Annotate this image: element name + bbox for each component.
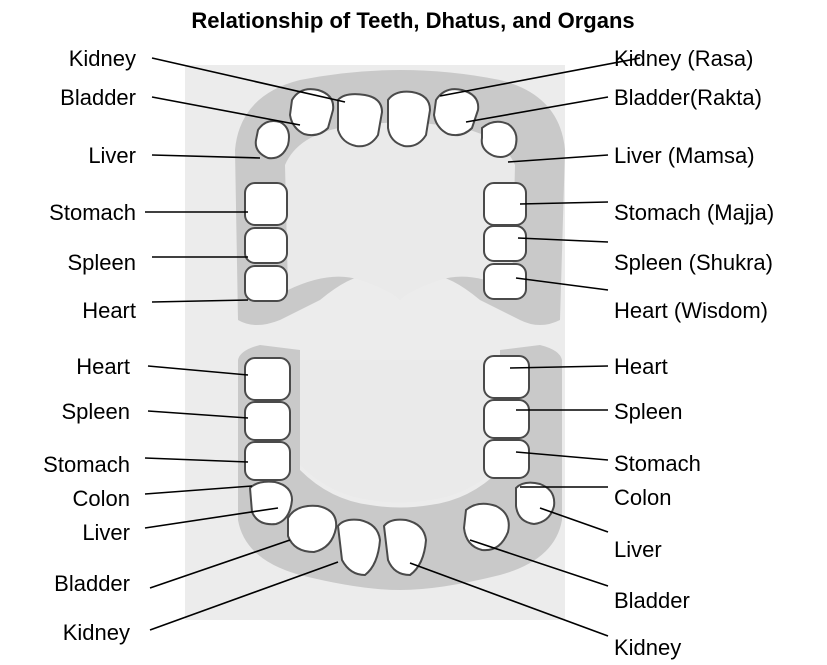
upper-right-labels: Kidney (Rasa) Bladder(Rakta) Liver (Mams… (614, 46, 774, 323)
label-lower-left: Liver (82, 520, 130, 545)
lower-floor (300, 360, 500, 503)
lower-premolar (245, 442, 290, 480)
label-upper-right: Stomach (Majja) (614, 200, 774, 225)
label-lower-right: Heart (614, 354, 668, 379)
label-lower-right: Liver (614, 537, 662, 562)
upper-palate (285, 123, 515, 301)
label-lower-right: Colon (614, 485, 671, 510)
label-lower-right: Spleen (614, 399, 683, 424)
upper-premolar (484, 226, 526, 261)
diagram-title: Relationship of Teeth, Dhatus, and Organ… (191, 8, 634, 33)
upper-incisor (388, 92, 430, 147)
label-upper-left: Heart (82, 298, 136, 323)
lower-left-labels: Heart Spleen Stomach Colon Liver Bladder… (43, 354, 130, 645)
label-lower-right: Bladder (614, 588, 690, 613)
label-lower-left: Stomach (43, 452, 130, 477)
upper-premolar (245, 183, 287, 225)
label-upper-right: Kidney (Rasa) (614, 46, 753, 71)
label-upper-left: Kidney (69, 46, 136, 71)
label-upper-right: Spleen (Shukra) (614, 250, 773, 275)
label-upper-left: Liver (88, 143, 136, 168)
lower-premolar (250, 482, 292, 525)
upper-premolar (245, 228, 287, 263)
label-lower-left: Spleen (61, 399, 130, 424)
label-upper-left: Stomach (49, 200, 136, 225)
upper-molar (245, 266, 287, 301)
label-lower-left: Heart (76, 354, 130, 379)
label-upper-left: Spleen (67, 250, 136, 275)
lower-molar (484, 400, 529, 438)
label-upper-right: Bladder(Rakta) (614, 85, 762, 110)
upper-premolar (484, 183, 526, 225)
lower-molar (484, 356, 529, 398)
lower-molar (245, 402, 290, 440)
label-upper-left: Bladder (60, 85, 136, 110)
label-lower-left: Kidney (63, 620, 130, 645)
upper-left-labels: Kidney Bladder Liver Stomach Spleen Hear… (49, 46, 136, 323)
label-lower-right: Stomach (614, 451, 701, 476)
label-upper-right: Heart (Wisdom) (614, 298, 768, 323)
label-upper-right: Liver (Mamsa) (614, 143, 755, 168)
lower-premolar (484, 440, 529, 478)
upper-canine (256, 121, 289, 158)
upper-lateral-incisor (290, 89, 333, 135)
label-lower-right: Kidney (614, 635, 681, 660)
label-lower-left: Colon (73, 486, 130, 511)
upper-canine (482, 122, 517, 157)
upper-molar (484, 264, 526, 299)
lower-premolar (516, 483, 554, 524)
lower-right-labels: Heart Spleen Stomach Colon Liver Bladder… (614, 354, 701, 660)
label-lower-left: Bladder (54, 571, 130, 596)
lower-canine (464, 504, 509, 550)
lower-molar (245, 358, 290, 400)
